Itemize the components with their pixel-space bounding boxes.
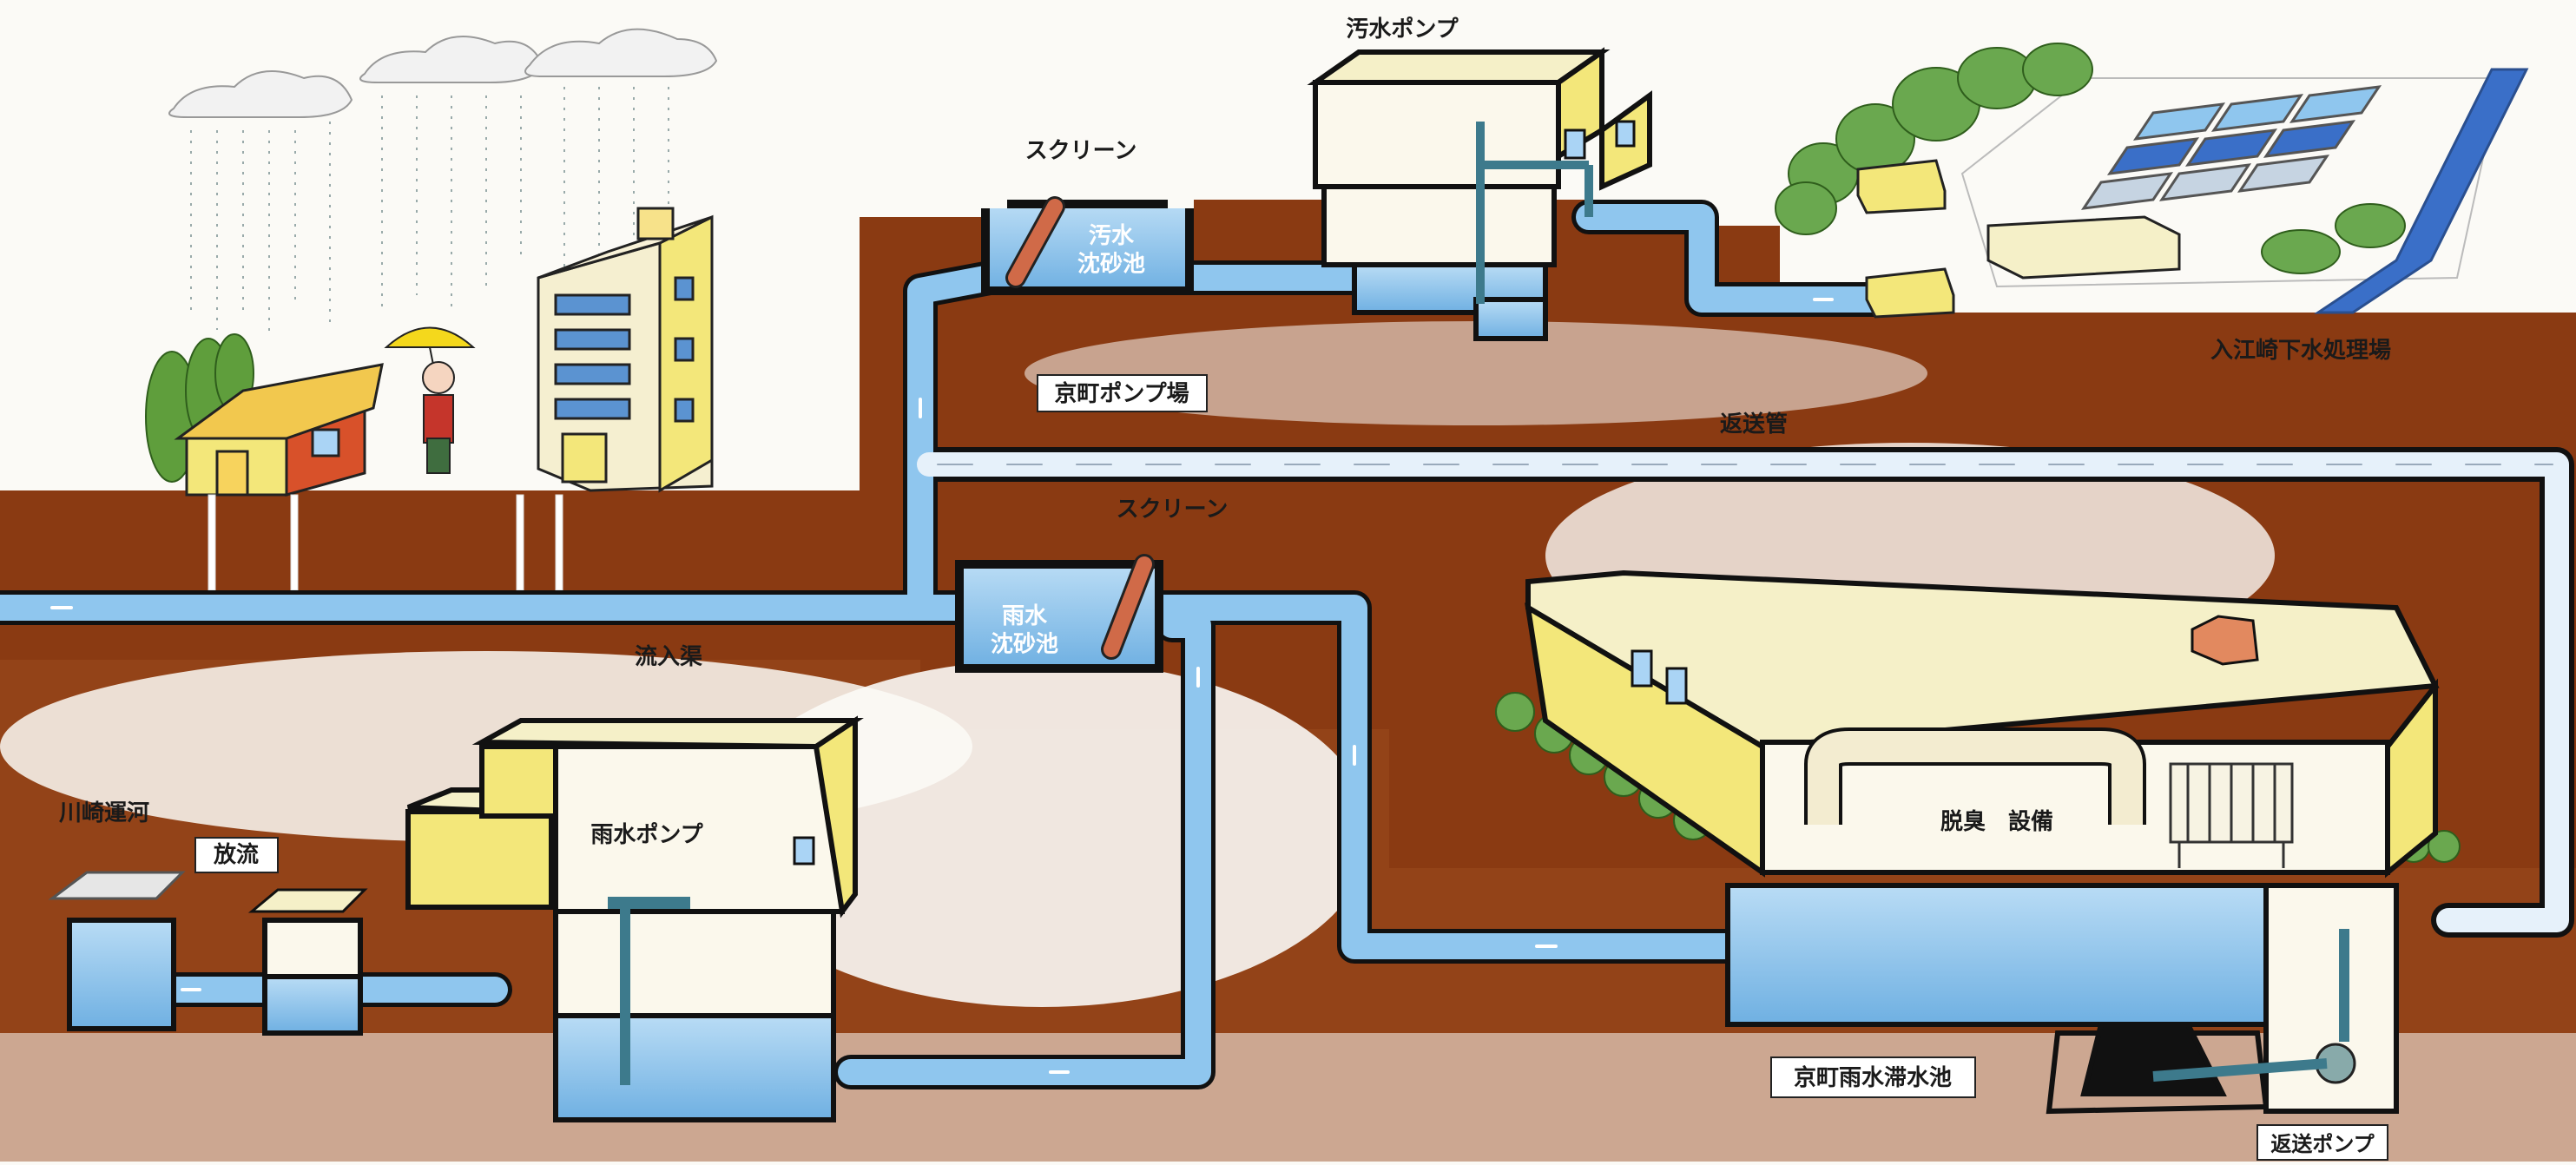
label-box-kyomachi	[1037, 374, 1208, 412]
rain-pump-building	[405, 715, 864, 1122]
label-deodorization: 脱臭 設備	[1940, 808, 2053, 835]
label-sewage-pump: 汚水ポンプ	[1346, 16, 1459, 43]
label-retention-pond: 京町雨水滞水池	[1794, 1064, 1952, 1091]
foundation-piles	[208, 494, 563, 591]
discharge-box	[247, 888, 368, 1036]
label-screen-mid: スクリーン	[1117, 497, 1229, 523]
deodorization-unit-icon	[2169, 762, 2294, 868]
label-treatment-plant: 入江崎下水処理場	[2210, 338, 2391, 364]
label-sewage-sand-tank: 汚水沈砂池	[1077, 223, 1145, 278]
return-pump-icon	[2152, 929, 2356, 1084]
label-screen-top: スクリーン	[1025, 138, 1137, 164]
label-return-pipe: 返送管	[1720, 411, 1788, 438]
sewage-sand-tank	[981, 196, 1194, 295]
person-with-umbrella	[384, 326, 476, 474]
label-kawasaki-canal: 川崎運河	[59, 800, 149, 826]
label-rain-pump: 雨水ポンプ	[590, 821, 703, 848]
retention-pond-facility	[1495, 569, 2461, 1115]
plant-buildings	[1856, 159, 2181, 319]
label-rain-sand-tank: 雨水沈砂池	[991, 603, 1058, 658]
label-inflow-sewer: 流入渠	[635, 644, 702, 670]
canal	[48, 871, 186, 1031]
rain	[190, 87, 669, 339]
pipes	[0, 200, 2574, 1089]
house	[174, 363, 384, 497]
trees-plant	[1775, 43, 2406, 274]
label-return-pump: 返送ポンプ	[2270, 1132, 2375, 1156]
rain-sand-tank	[955, 554, 1163, 673]
label-box-return-pump	[2256, 1124, 2388, 1161]
screen-mid-icon	[1101, 554, 1155, 660]
label-box-discharge	[194, 837, 279, 873]
labels: 汚水ポンプ スクリーン 汚水沈砂池 京町ポンプ場 返送管 スクリーン 雨水沈砂池…	[59, 16, 2391, 1161]
label-kyomachi-pump-station: 京町ポンプ場	[1054, 380, 1189, 407]
clouds	[168, 28, 718, 118]
apartment-building	[537, 207, 714, 493]
sewage-pump-building	[1307, 47, 1652, 341]
label-box-retention-pond	[1770, 1056, 1976, 1098]
screen-top-icon	[1005, 196, 1065, 288]
treatment-basins	[2080, 85, 2382, 210]
treatment-plant	[1775, 43, 2529, 319]
label-discharge: 放流	[213, 841, 259, 868]
